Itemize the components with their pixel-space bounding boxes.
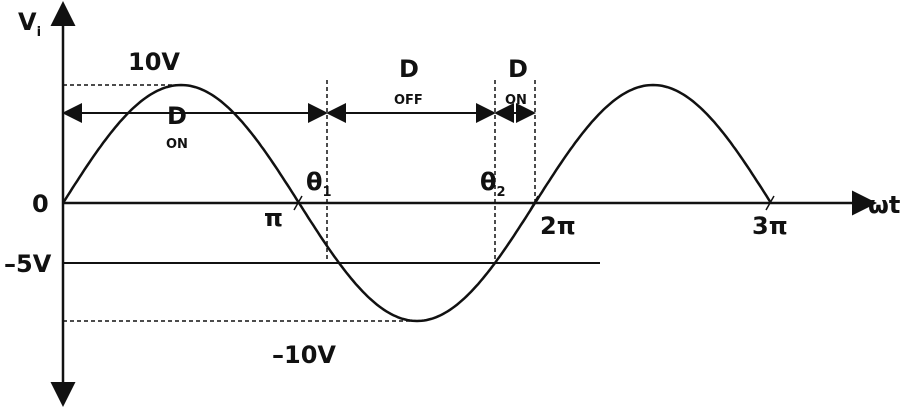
theta1-label: θ1 — [306, 168, 332, 200]
region-3-sub: ON — [505, 93, 527, 108]
region-1-label: D — [167, 102, 187, 130]
tick-2pi — [529, 195, 539, 211]
tick-label-2pi: 2π — [540, 212, 576, 240]
tick-3pi — [765, 195, 775, 211]
trough-label: –10V — [272, 341, 336, 369]
y-axis-label: Vi — [18, 8, 41, 40]
x-axis-label: ωt — [868, 191, 900, 219]
origin-label: 0 — [32, 190, 49, 218]
region-2-label: D — [399, 55, 419, 83]
clamp-label: –5V — [4, 250, 52, 278]
tick-pi — [293, 195, 303, 211]
region-3-label: D — [508, 55, 528, 83]
peak-label: 10V — [128, 48, 180, 76]
tick-label-pi: π — [264, 204, 283, 232]
theta2-label: θ2 — [480, 168, 506, 200]
tick-label-3pi: 3π — [752, 212, 788, 240]
region-1-sub: ON — [166, 137, 188, 152]
sine-wave — [61, 83, 773, 323]
region-2-sub: OFF — [394, 93, 423, 108]
